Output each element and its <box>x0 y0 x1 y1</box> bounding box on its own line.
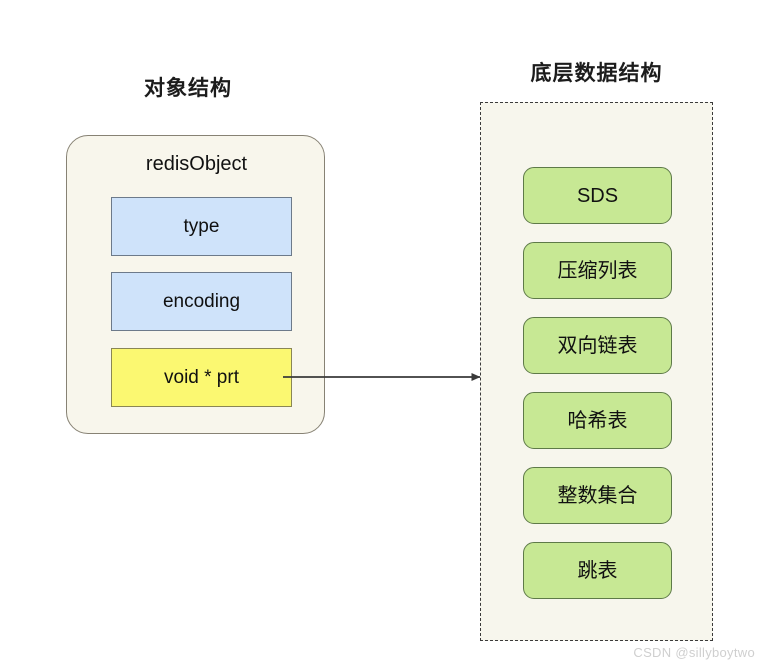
field-encoding: encoding <box>111 272 292 331</box>
pointer-arrow <box>283 373 481 381</box>
field-type-label: type <box>183 216 220 237</box>
field-type: type <box>111 197 292 256</box>
structure-item-label: 跳表 <box>577 559 618 582</box>
redis-object-label: redisObject <box>145 153 248 175</box>
structure-item-label: 哈希表 <box>567 409 628 432</box>
structure-item-label: 整数集合 <box>557 484 638 507</box>
structure-item-label: 压缩列表 <box>557 259 638 282</box>
structure-item-skiplist: 跳表 <box>523 542 672 599</box>
watermark: CSDN @sillyboytwo <box>633 645 755 660</box>
field-void-pointer-label: void * prt <box>164 367 239 388</box>
structure-list: SDS 压缩列表 双向链表 哈希表 整数集合 跳表 <box>523 167 672 599</box>
structure-item-linkedlist: 双向链表 <box>523 317 672 374</box>
field-void-pointer: void * prt <box>111 348 292 407</box>
structure-item-label: 双向链表 <box>557 334 638 357</box>
underlying-structure-title: 底层数据结构 <box>530 62 663 85</box>
structure-item-ziplist: 压缩列表 <box>523 242 672 299</box>
redis-object-card: redisObject type encoding void * prt <box>66 135 325 434</box>
underlying-structures-container: SDS 压缩列表 双向链表 哈希表 整数集合 跳表 <box>480 102 713 641</box>
structure-item-hashtable: 哈希表 <box>523 392 672 449</box>
structure-item-label: SDS <box>576 184 619 207</box>
structure-item-sds: SDS <box>523 167 672 224</box>
field-encoding-label: encoding <box>162 291 241 312</box>
object-structure-title: 对象结构 <box>144 77 232 100</box>
structure-item-intset: 整数集合 <box>523 467 672 524</box>
